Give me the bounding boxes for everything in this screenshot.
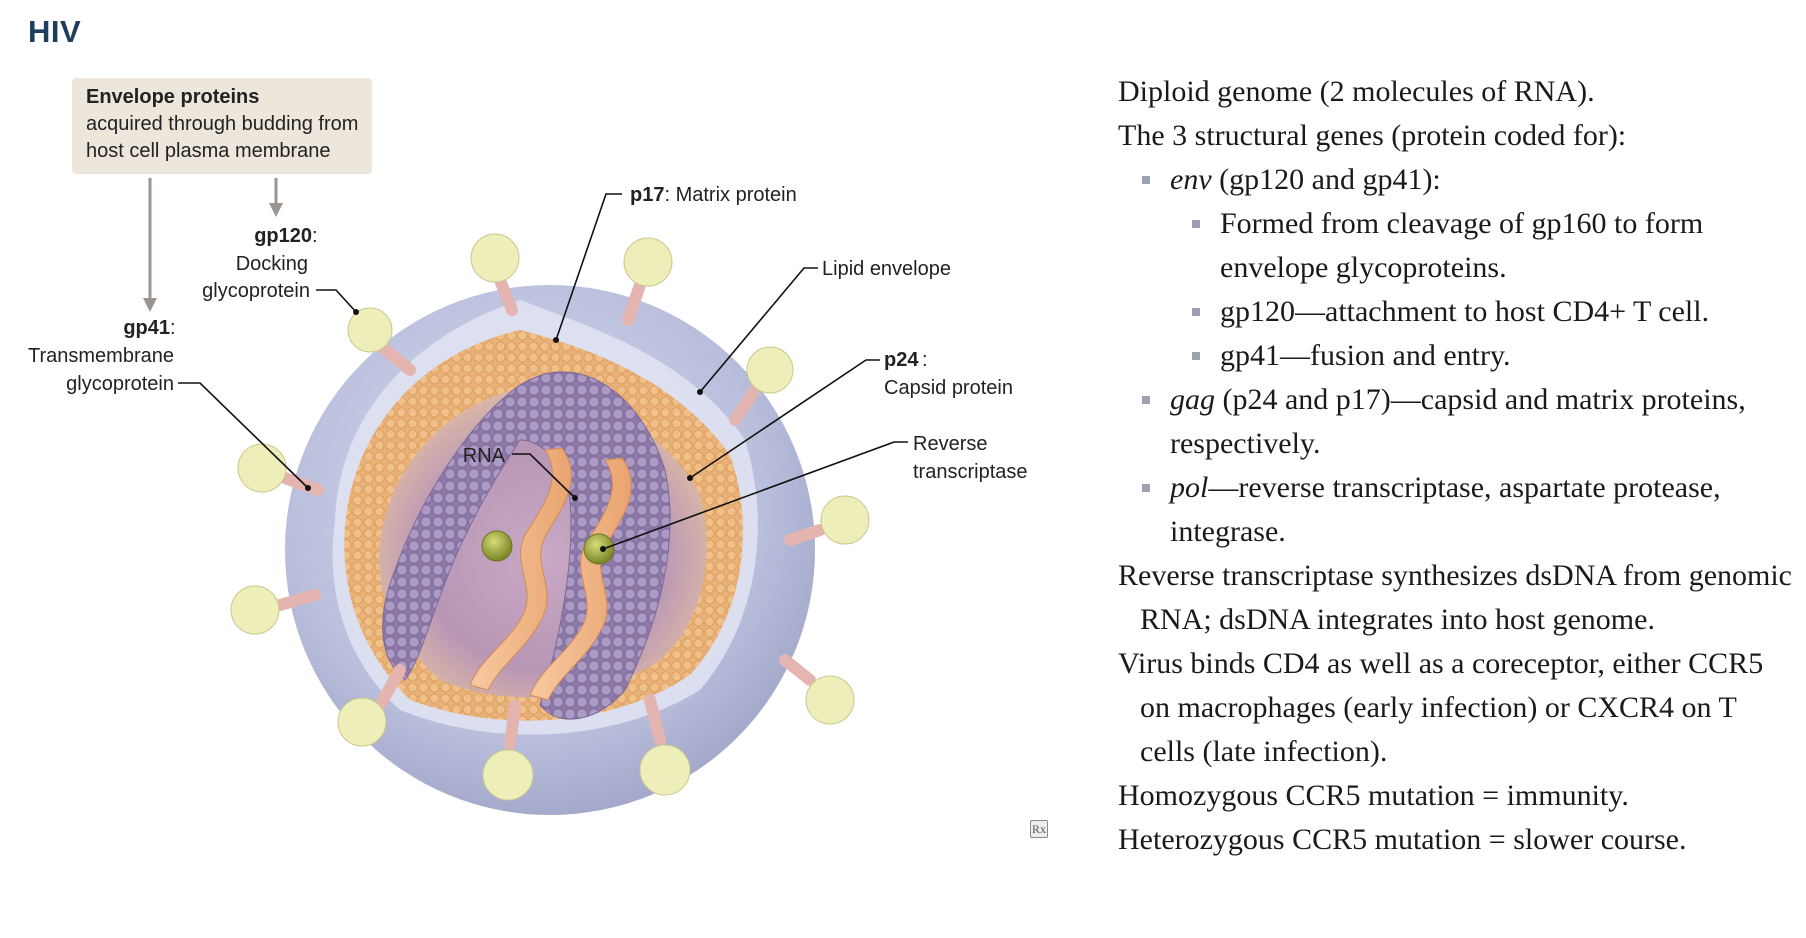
gene-gag: gag	[1170, 383, 1215, 416]
note-env-a: Formed from cleavage of gp160 to form en…	[1118, 202, 1798, 290]
callout-arrows	[143, 178, 283, 312]
note-env-rest: (gp120 and gp41):	[1211, 163, 1441, 196]
spike	[779, 654, 855, 725]
label-lipid-envelope: Lipid envelope	[822, 258, 951, 280]
spike	[347, 307, 416, 376]
rx-logo: Rx	[1030, 820, 1048, 838]
note-env: env (gp120 and gp41):	[1118, 158, 1798, 202]
spike	[784, 495, 870, 546]
label-p24-desc: Capsid protein	[884, 377, 1013, 399]
label-p17-name: p17	[630, 184, 664, 206]
gene-env: env	[1170, 163, 1212, 196]
notes-panel: Diploid genome (2 molecules of RNA). The…	[1118, 70, 1798, 862]
leader-gp120	[316, 289, 357, 313]
spike	[622, 237, 673, 326]
label-gp41-line2: glycoprotein	[66, 373, 174, 395]
label-gp120-colon: :	[312, 225, 318, 247]
envelope-proteins-callout: Envelope proteins acquired through buddi…	[72, 78, 372, 174]
spike	[729, 346, 794, 426]
note-coreceptor: Virus binds CD4 as well as a coreceptor,…	[1118, 647, 1764, 768]
note-env-b: gp120—attachment to host CD4+ T cell.	[1118, 290, 1798, 334]
label-p24-name: p24	[884, 349, 919, 371]
note-reverse-transcriptase: Reverse transcriptase synthesizes dsDNA …	[1118, 559, 1792, 636]
leader-rt	[602, 441, 908, 550]
note-homozygous: Homozygous CCR5 mutation = immunity.	[1118, 779, 1629, 812]
note-pol: pol—reverse transcriptase, aspartate pro…	[1118, 466, 1798, 554]
spike	[470, 233, 520, 316]
label-p24-colon: :	[922, 349, 928, 371]
spike	[230, 585, 321, 635]
spike	[337, 664, 406, 747]
label-gp41-line1: Transmembrane	[28, 345, 174, 367]
callout-title: Envelope proteins	[86, 86, 260, 108]
label-rt-line1: Reverse	[913, 433, 987, 455]
label-rna: RNA	[463, 445, 506, 467]
note-gag-rest: (p24 and p17)—capsid and matrix proteins…	[1170, 383, 1746, 460]
note-structural-genes: The 3 structural genes (protein coded fo…	[1118, 119, 1627, 152]
label-p17: p17: Matrix protein	[630, 184, 797, 206]
label-gp41-name: gp41	[123, 317, 170, 339]
leader-end-dots	[305, 309, 703, 552]
leader-lipid	[699, 267, 818, 393]
reverse-transcriptase-spheres	[481, 530, 615, 565]
note-diploid: Diploid genome (2 molecules of RNA).	[1118, 75, 1595, 108]
gene-pol: pol	[1170, 471, 1209, 504]
spike	[639, 694, 691, 796]
note-pol-rest: —reverse transcriptase, aspartate protea…	[1170, 471, 1721, 548]
note-heterozygous: Heterozygous CCR5 mutation = slower cour…	[1118, 823, 1687, 856]
leader-gp41	[178, 382, 309, 489]
note-env-c: gp41—fusion and entry.	[1118, 334, 1798, 378]
label-gp41-colon: :	[170, 317, 176, 339]
leader-p24	[689, 359, 880, 479]
label-rt-line2: transcriptase	[913, 461, 1028, 483]
callout-line-1: acquired through budding from	[86, 113, 359, 135]
label-gp120-line1: Docking	[236, 253, 308, 275]
page-title: HIV	[28, 14, 82, 49]
leader-rna	[512, 453, 576, 499]
label-p17-desc: : Matrix protein	[664, 184, 796, 206]
note-gag: gag (p24 and p17)—capsid and matrix prot…	[1118, 378, 1798, 466]
leader-lines	[178, 193, 908, 550]
label-gp120-line2: glycoprotein	[202, 280, 310, 302]
hiv-virion-diagram: gp120 : Docking glycoprotein gp41 : Tran…	[28, 178, 1028, 815]
leader-p17	[555, 193, 622, 341]
spike	[482, 699, 534, 801]
label-gp120-name: gp120	[254, 225, 312, 247]
callout-line-2: host cell plasma membrane	[86, 140, 331, 162]
